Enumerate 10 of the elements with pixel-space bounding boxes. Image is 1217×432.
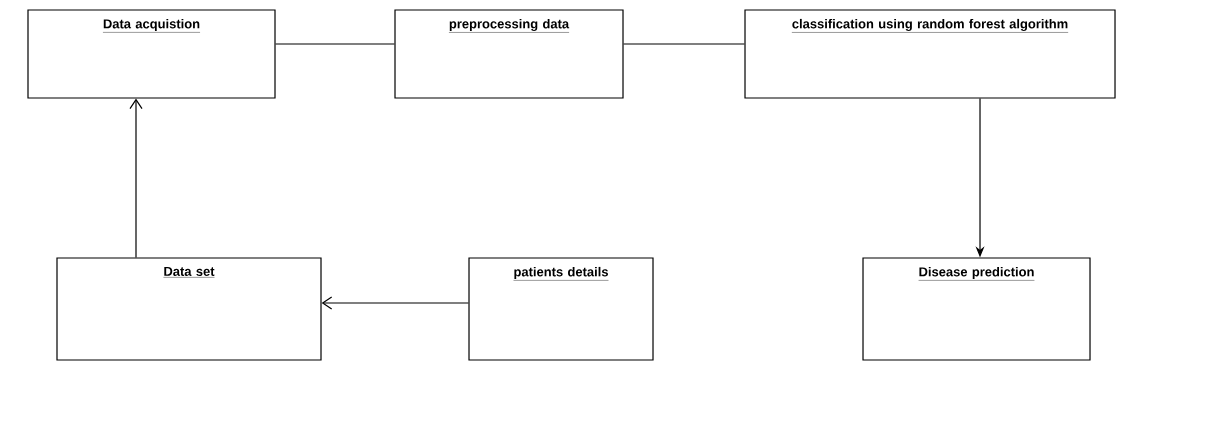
connector [321, 296, 469, 310]
process-box: Data set [56, 257, 322, 361]
process-box: classification using random forest algorithm [744, 9, 1116, 99]
connector [275, 43, 395, 45]
process-box: preprocessing data [394, 9, 624, 99]
process-box: Disease prediction [862, 257, 1091, 361]
process-box: Data acquistion [27, 9, 276, 99]
connector [623, 43, 745, 45]
connector [129, 98, 143, 258]
process-box: patients details [468, 257, 654, 361]
